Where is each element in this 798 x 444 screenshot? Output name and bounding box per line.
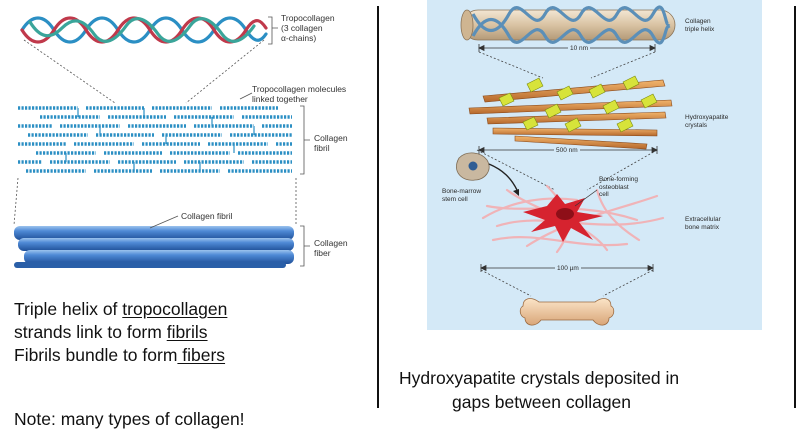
label-collagen-triple-helix: Collagen triple helix <box>685 18 715 33</box>
caption-line-3: Fibrils bundle to form fibers <box>14 344 225 366</box>
triple-helix-tube <box>460 5 676 45</box>
label-extracellular-matrix: Extracellular bone matrix <box>685 216 721 231</box>
caption-line-1: Triple helix of tropocollagen <box>14 298 227 320</box>
caption-note: Note: many types of collagen! <box>14 409 245 429</box>
divider-left <box>377 6 379 408</box>
stem-cell <box>456 152 490 181</box>
osteoblast-cell <box>523 194 603 242</box>
term-fibers: fibers <box>177 345 226 365</box>
term-tropocollagen: tropocollagen <box>122 299 228 319</box>
label-collagen-fiber: Collagen fiber <box>314 238 348 258</box>
label-collagen-fibril: Collagen fibril <box>181 211 233 221</box>
label-100um: 100 µm <box>555 265 581 273</box>
caption-line-2: strands link to form fibrils <box>14 321 208 343</box>
right-caption-line-1: Hydroxyapatite crystals deposited in <box>399 368 680 388</box>
right-caption-line-2: gaps between collagen <box>452 392 632 412</box>
collagen-fiber-bundle <box>14 226 294 268</box>
label-10nm: 10 nm <box>568 45 591 53</box>
bone-matrix-diagram <box>456 5 676 326</box>
label-hydroxyapatite-crystals: Hydroxyapatite crystals <box>685 114 729 129</box>
term-fibrils: fibrils <box>166 322 208 342</box>
bone-icon <box>519 298 615 326</box>
label-500nm: 500 nm <box>554 147 580 155</box>
hydroxyapatite-crystals <box>498 75 658 133</box>
caption-line-3-text: Fibrils bundle to form <box>14 345 178 365</box>
divider-right <box>794 6 796 408</box>
label-bone-forming-osteoblast: Bone-forming osteoblast cell <box>599 176 639 198</box>
tropocollagen-helix <box>20 16 268 44</box>
label-bone-marrow-stem-cell: Bone-marrow stem cell <box>442 188 482 203</box>
label-molecules-linked: Tropocollagen molecules linked together <box>252 84 347 104</box>
caption-line-1-text: Triple helix of <box>14 299 123 319</box>
label-tropocollagen: Tropocollagen (3 collagen α-chains) <box>281 13 335 43</box>
label-collagen-fibril-side: Collagen fibril <box>314 133 348 153</box>
caption-line-2-text: strands link to form <box>14 322 167 342</box>
collagen-hierarchy-diagram <box>13 16 310 268</box>
fibril-molecules <box>18 106 292 173</box>
